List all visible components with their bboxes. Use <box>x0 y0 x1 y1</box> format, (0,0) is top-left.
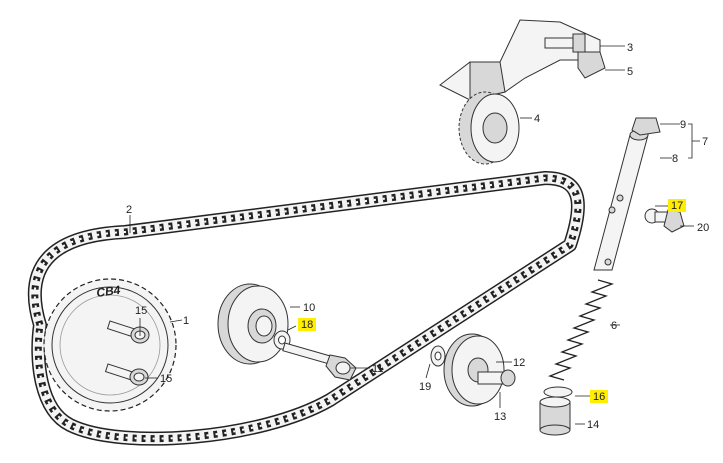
label-part-7: 7 <box>702 136 708 148</box>
label-part-4: 4 <box>534 113 540 125</box>
label-part-17: 17 <box>671 200 683 212</box>
label-part-2: 2 <box>126 204 132 216</box>
label-part-16: 16 <box>593 391 605 403</box>
guide-pulley <box>217 283 289 365</box>
highlight-18 <box>298 318 316 331</box>
rod-bolt <box>644 208 685 233</box>
tensioner-rod <box>593 117 661 271</box>
label-part-3: 3 <box>627 42 633 54</box>
label-part-9: 9 <box>680 119 686 131</box>
sealing-washer <box>543 386 573 398</box>
sprocket-mark: CB4 <box>95 283 121 300</box>
leader-lines <box>129 45 700 425</box>
sprocket-bolt-lower <box>104 363 149 386</box>
label-part-15-lower: 15 <box>160 373 172 385</box>
tensioner-bracket <box>439 19 606 101</box>
highlight-17 <box>668 199 686 212</box>
label-part-1: 1 <box>183 315 189 327</box>
label-part-11: 11 <box>372 363 383 375</box>
label-part-13: 13 <box>494 411 506 423</box>
tensioner-spring <box>547 279 615 381</box>
pulley-bolt <box>282 342 357 381</box>
label-part-8: 8 <box>672 153 678 165</box>
label-part-6: 6 <box>611 320 617 332</box>
label-part-5: 5 <box>627 66 633 78</box>
label-part-12: 12 <box>513 357 525 369</box>
label-part-18: 18 <box>301 319 313 331</box>
label-part-20: 20 <box>697 222 709 234</box>
highlight-16 <box>590 390 608 403</box>
label-part-10: 10 <box>303 302 315 314</box>
idler-pulley <box>443 333 516 407</box>
label-part-19: 19 <box>419 381 431 393</box>
bracket-roller <box>458 91 520 165</box>
timing-chain <box>28 171 585 446</box>
camshaft-sprocket: CB4 <box>43 278 177 412</box>
label-part-15-upper: 15 <box>135 305 147 317</box>
tensioner-plug <box>539 396 571 436</box>
idler-washer <box>430 345 446 367</box>
label-part-14: 14 <box>587 419 599 431</box>
